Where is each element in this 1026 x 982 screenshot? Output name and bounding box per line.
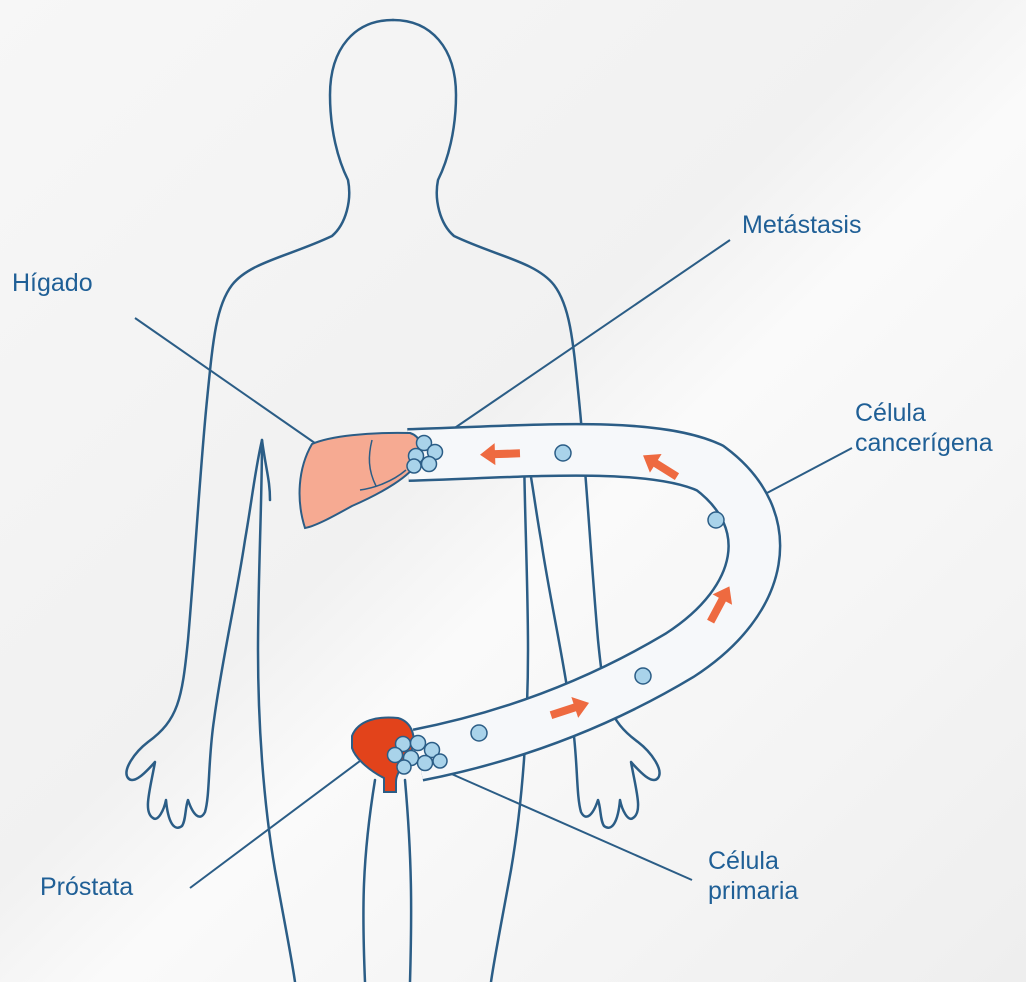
cancer-cell-icon: [433, 754, 447, 768]
label-celula-primaria: Célula primaria: [708, 846, 798, 906]
cancer-cell-icon: [708, 512, 724, 528]
cancer-cell-icon: [411, 736, 426, 751]
cancer-cell-icon: [407, 459, 421, 473]
label-celula-cancerigena-line1: Célula: [855, 398, 993, 428]
label-celula-cancerigena: Célula cancerígena: [855, 398, 993, 458]
label-higado: Hígado: [12, 268, 93, 298]
label-celula-primaria-line2: primaria: [708, 876, 798, 906]
label-celula-primaria-line1: Célula: [708, 846, 798, 876]
label-metastasis: Metástasis: [742, 210, 861, 240]
cancer-cell-icon: [397, 760, 411, 774]
cancer-cell-icon: [422, 457, 437, 472]
cancer-cell-icon: [471, 725, 487, 741]
cancer-cell-icon: [635, 668, 651, 684]
label-prostata: Próstata: [40, 872, 133, 902]
cancer-cell-icon: [555, 445, 571, 461]
cancer-cell-icon: [418, 756, 433, 771]
label-celula-cancerigena-line2: cancerígena: [855, 428, 993, 458]
